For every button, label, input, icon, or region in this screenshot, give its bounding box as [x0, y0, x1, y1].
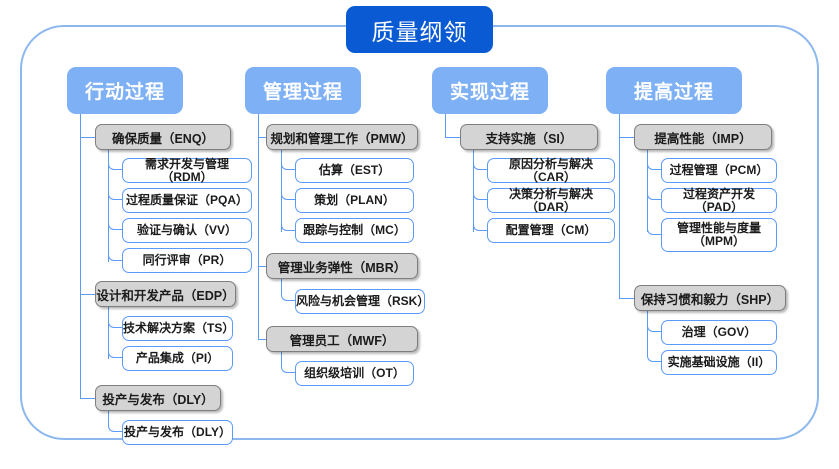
leaf-node-dly-child[interactable]: 投产与发布（DLY） [122, 420, 233, 445]
leaf-node-rsk[interactable]: 风险与机会管理（RSK） [295, 289, 429, 314]
leaf-node-cm[interactable]: 配置管理（CM） [487, 218, 615, 243]
trunk-col-1 [80, 114, 81, 399]
trunk-col-2 [258, 114, 259, 340]
leaf-node-pr[interactable]: 同行评审（PR） [122, 248, 252, 273]
trunk-group-edp [108, 307, 109, 359]
connector-stub [258, 266, 266, 267]
group-node-enq[interactable]: 确保质量（ENQ） [95, 124, 231, 150]
connector-elbow [108, 155, 122, 170]
group-node-dly[interactable]: 投产与发布（DLY） [95, 385, 221, 411]
trunk-group-shp [647, 311, 648, 353]
leaf-node-rdm[interactable]: 需求开发与管理（RDM） [122, 158, 252, 183]
leaf-node-dar[interactable]: 决策分析与解决（DAR） [487, 188, 615, 213]
trunk-col-3 [445, 114, 446, 137]
leaf-node-pcm[interactable]: 过程管理（PCM） [661, 158, 777, 183]
leaf-node-est[interactable]: 估算（EST） [295, 158, 414, 183]
trunk-col-4 [619, 114, 620, 299]
connector-elbow [473, 215, 487, 231]
connector-stub [258, 339, 266, 340]
column-header-realization-process[interactable]: 实现过程 [432, 67, 548, 114]
connector-elbow [108, 245, 122, 261]
connector-stub [445, 137, 460, 138]
leaf-node-vv[interactable]: 验证与确认（VV） [122, 218, 252, 243]
connector-elbow [281, 286, 295, 301]
connector-elbow [281, 155, 295, 170]
connector-elbow [281, 185, 295, 200]
leaf-node-mpm[interactable]: 管理性能与度量 （MPM） [661, 218, 777, 252]
group-node-edp[interactable]: 设计和开发产品（EDP） [95, 281, 236, 307]
group-node-pmw[interactable]: 规划和管理工作（PMW） [266, 124, 418, 150]
group-node-si[interactable]: 支持实施（SI） [460, 124, 598, 150]
connector-elbow [281, 358, 295, 373]
root-title-box: 质量纲领 [346, 6, 493, 53]
group-node-imp[interactable]: 提高性能（IMP） [634, 124, 772, 150]
group-node-mbr[interactable]: 管理业务弹性（MBR） [266, 253, 418, 279]
trunk-group-enq [108, 150, 109, 262]
connector-elbow [473, 155, 487, 170]
leaf-node-car[interactable]: 原因分析与解决（CAR） [487, 158, 615, 183]
connector-elbow [108, 417, 122, 432]
connector-elbow [647, 215, 661, 235]
connector-stub [80, 294, 95, 295]
leaf-node-ii[interactable]: 实施基础设施（II） [661, 350, 777, 375]
leaf-node-pad[interactable]: 过程资产开发（PAD） [661, 188, 777, 213]
connector-elbow [647, 317, 661, 332]
connector-elbow [108, 185, 122, 200]
connector-stub [80, 137, 95, 138]
connector-elbow [647, 155, 661, 170]
column-header-improvement-process[interactable]: 提高过程 [606, 67, 742, 114]
connector-elbow [647, 185, 661, 200]
leaf-node-mc[interactable]: 跟踪与控制（MC） [295, 218, 414, 243]
connector-elbow [473, 185, 487, 200]
leaf-node-ts[interactable]: 技术解决方案（TS） [122, 316, 234, 341]
leaf-node-plan[interactable]: 策划（PLAN） [295, 188, 414, 213]
connector-elbow [108, 215, 122, 230]
connector-stub [258, 137, 266, 138]
leaf-node-pi[interactable]: 产品集成（PI） [122, 346, 233, 371]
connector-elbow [108, 313, 122, 328]
connector-elbow [281, 215, 295, 231]
connector-elbow [108, 343, 122, 358]
column-header-action-process[interactable]: 行动过程 [67, 67, 183, 114]
connector-elbow [647, 347, 661, 362]
leaf-node-gov[interactable]: 治理（GOV） [661, 320, 777, 345]
group-node-shp[interactable]: 保持习惯和毅力（SHP） [634, 285, 786, 311]
leaf-node-ot[interactable]: 组织级培训（OT） [295, 361, 414, 386]
trunk-group-mbr [281, 279, 282, 292]
leaf-node-pqa[interactable]: 过程质量保证（PQA） [122, 188, 252, 213]
column-header-management-process[interactable]: 管理过程 [245, 67, 361, 114]
connector-stub [80, 398, 95, 399]
connector-stub [619, 137, 634, 138]
connector-stub [619, 298, 634, 299]
group-node-mwf[interactable]: 管理员工（MWF） [266, 326, 418, 352]
